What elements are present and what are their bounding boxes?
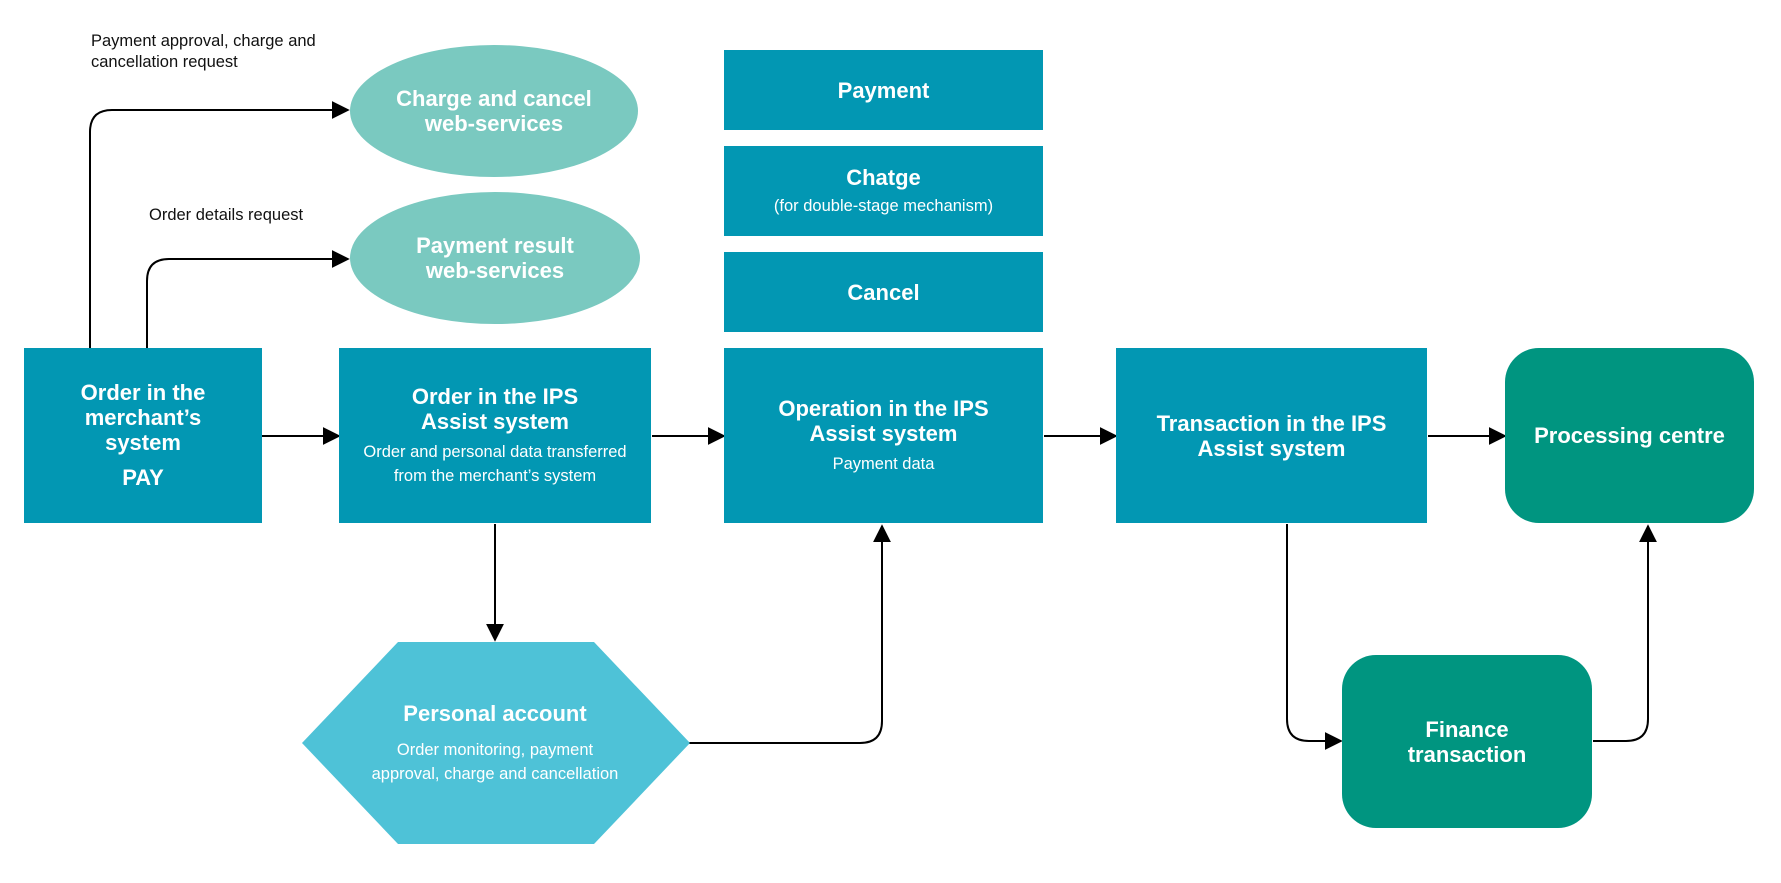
label-approval-request: Payment approval, charge and cancellatio… xyxy=(91,32,316,71)
cancel-box: Cancel xyxy=(724,252,1043,332)
payment-box: Payment xyxy=(724,50,1043,130)
transaction-title: Transaction in the IPS Assist system xyxy=(1156,410,1387,461)
personal-account-subtitle: Order monitoring, payment approval, char… xyxy=(371,740,619,783)
personal-account-title: Personal account xyxy=(403,700,587,726)
pay-label: PAY xyxy=(122,465,164,490)
payment-result-ws-title: Payment result web-services xyxy=(416,233,574,283)
charge-box: Chatge (for double-stage mechanism) xyxy=(724,146,1043,236)
personal-account-hexagon xyxy=(302,642,690,844)
arrow-merchant-to-payment-result-ws xyxy=(146,250,350,350)
ips-order-subtitle: Order and personal data transferred from… xyxy=(363,442,627,485)
charge-cancel-ws-title: Charge and cancel web-services xyxy=(396,86,592,136)
merchant-order-box: Order in the merchant’s system PAY xyxy=(24,348,262,523)
ips-order-box: Order in the IPS Assist system Order and… xyxy=(339,348,651,523)
arrow-merchant-to-charge-cancel-ws xyxy=(89,101,350,350)
charge-subtitle: (for double-stage mechanism) xyxy=(773,196,994,215)
transaction-box: Transaction in the IPS Assist system xyxy=(1116,348,1427,523)
arrow-finance-to-processing xyxy=(1593,524,1657,742)
charge-title: Chatge xyxy=(846,164,921,190)
processing-title: Processing centre xyxy=(1534,423,1725,448)
merchant-order-title: Order in the merchant’s system xyxy=(80,380,206,455)
charge-cancel-web-services: Charge and cancel web-services xyxy=(350,45,638,177)
operation-subtitle: Payment data xyxy=(832,454,935,473)
finance-title: Finance transaction xyxy=(1407,716,1527,767)
ips-order-title: Order in the IPS Assist system xyxy=(411,383,579,434)
finance-transaction-box: Finance transaction xyxy=(1342,655,1592,828)
payment-title: Payment xyxy=(837,77,930,103)
arrow-personal-account-to-operation xyxy=(688,524,891,744)
payment-result-web-services: Payment result web-services xyxy=(350,192,640,324)
arrow-transaction-to-finance xyxy=(1286,524,1343,750)
cancel-title: Cancel xyxy=(847,279,920,305)
personal-account-node: Personal account Order monitoring, payme… xyxy=(340,660,650,826)
operation-title: Operation in the IPS Assist system xyxy=(778,395,989,446)
operation-box: Operation in the IPS Assist system Payme… xyxy=(724,348,1043,523)
label-order-details-request: Order details request xyxy=(149,206,304,224)
processing-centre-box: Processing centre xyxy=(1505,348,1754,523)
